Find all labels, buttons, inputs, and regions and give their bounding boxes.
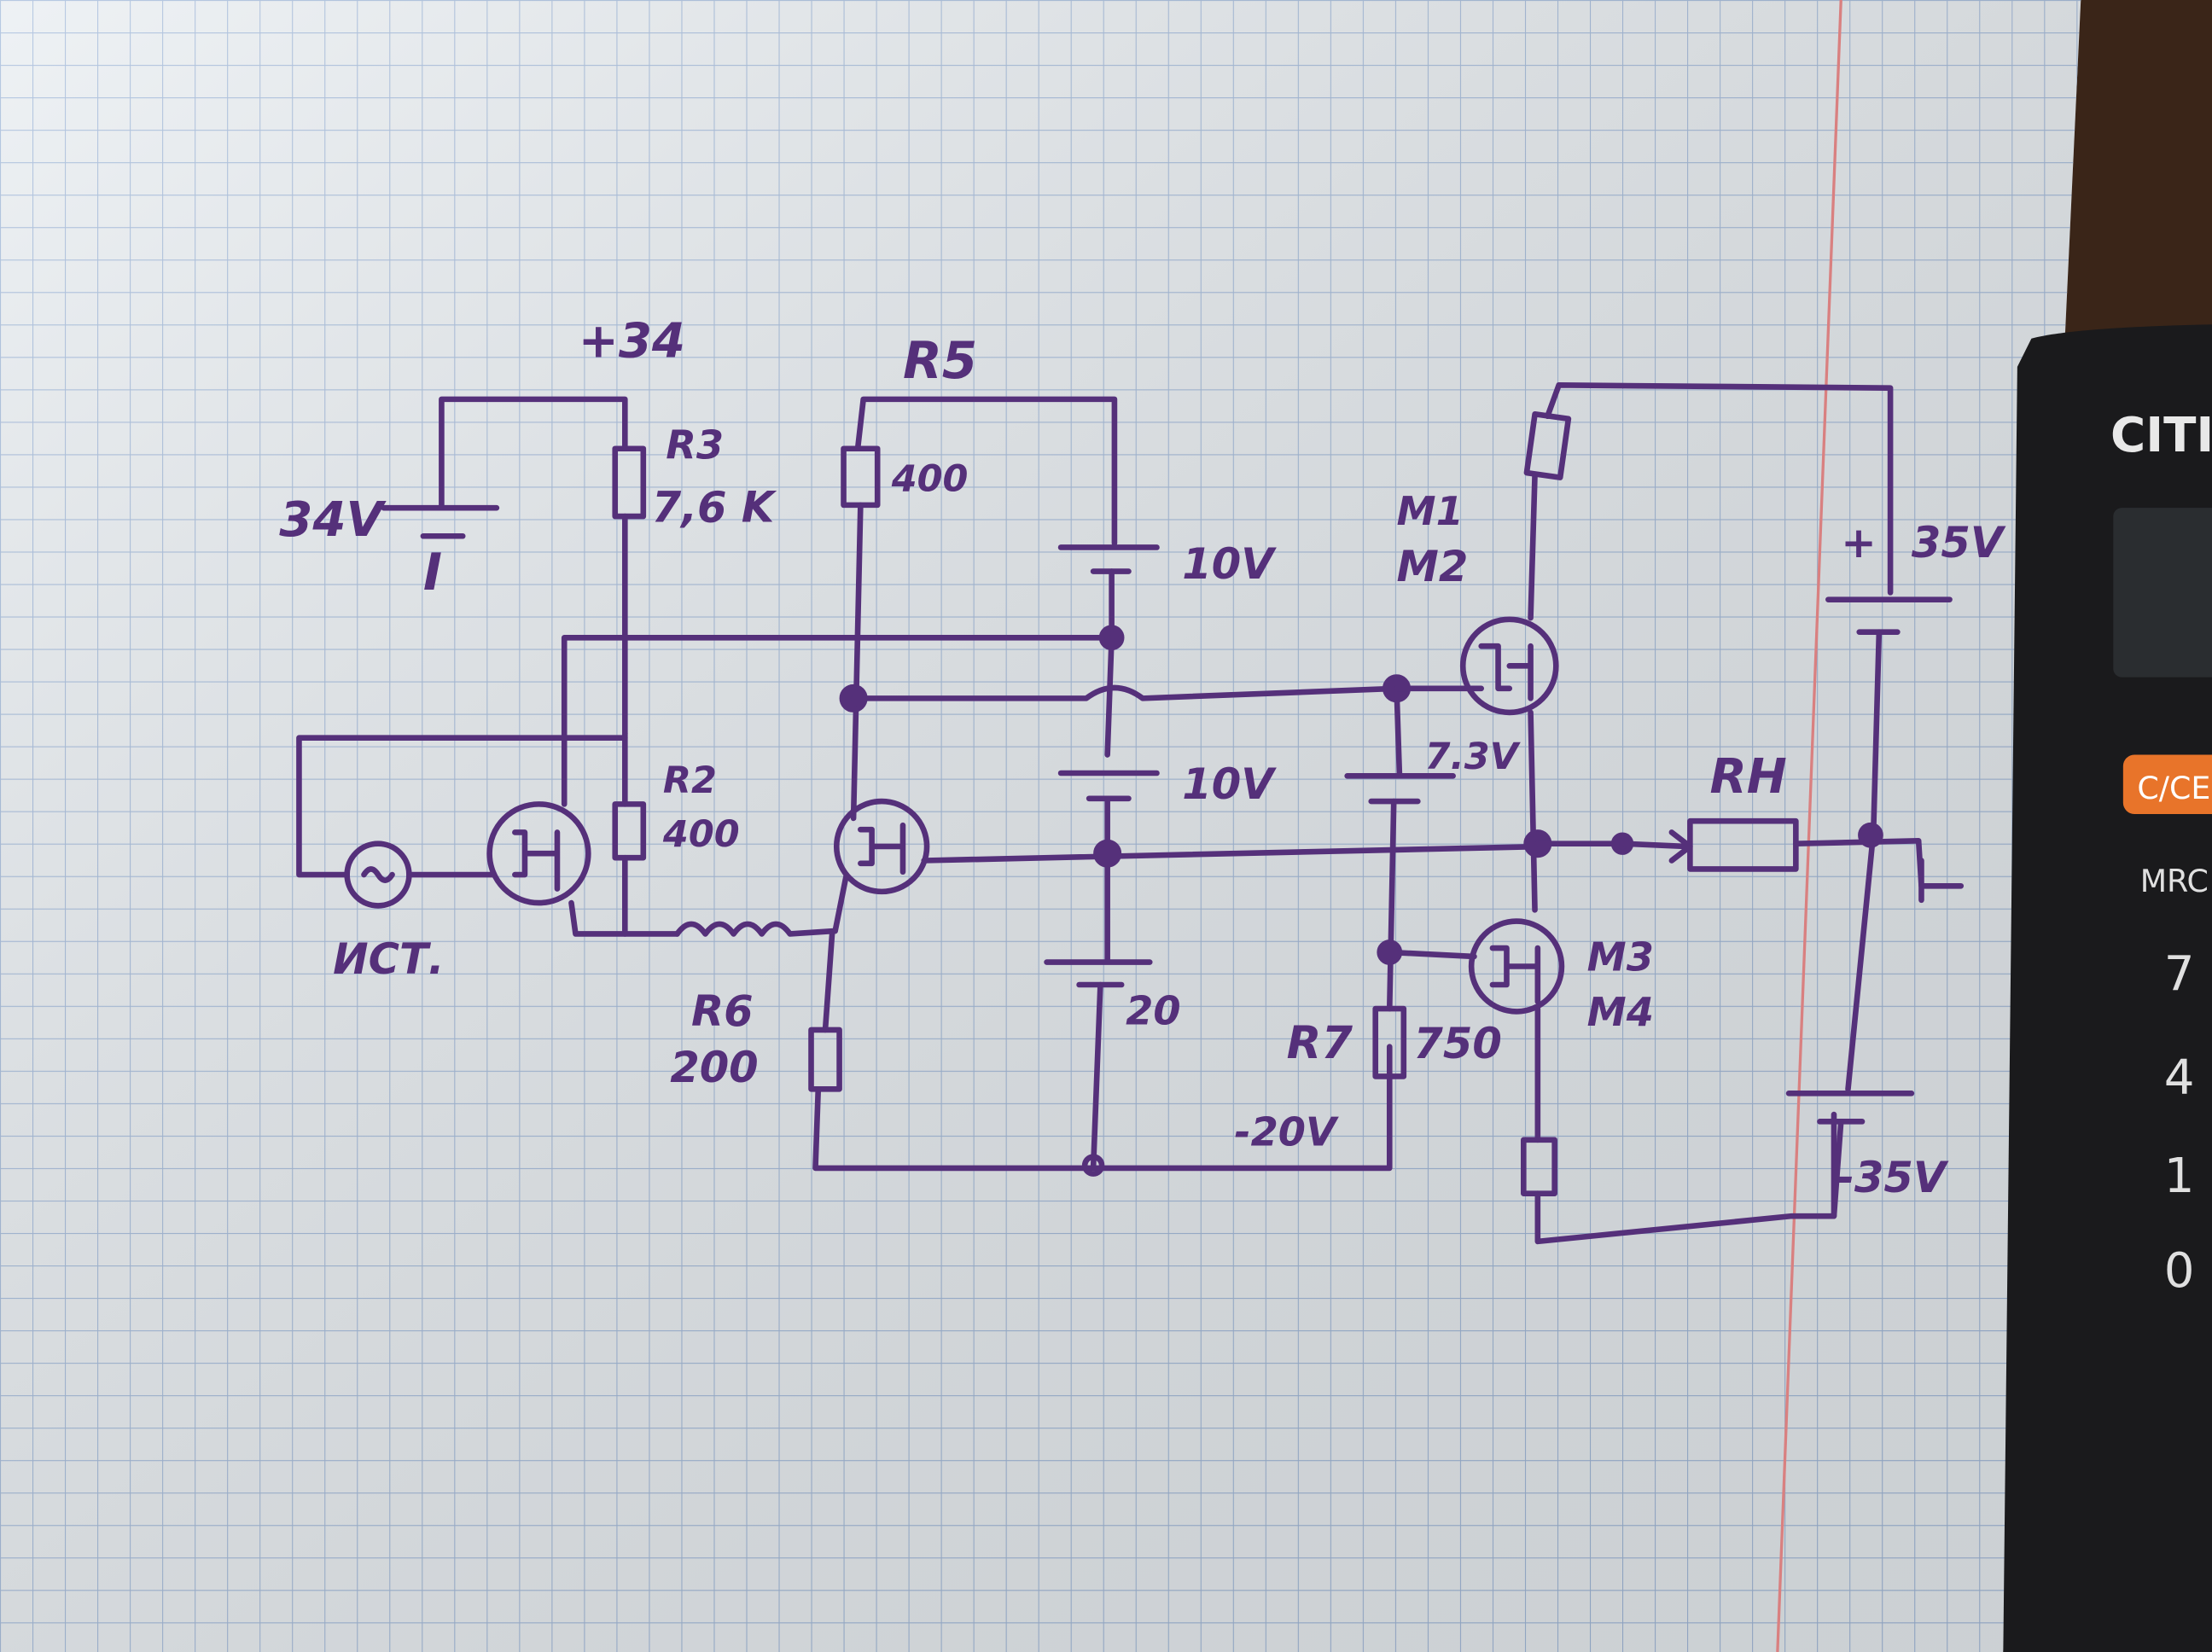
r3-resistor: [612, 445, 647, 520]
label-m3: M3: [1587, 934, 1654, 980]
label-r7-name: R7: [1287, 1017, 1353, 1069]
graph-paper: [0, 0, 2081, 1652]
label-35v-minus: -35V: [1837, 1153, 1949, 1202]
label-plus-sign: +: [1841, 518, 1877, 567]
margin-line: [1776, 0, 1842, 1652]
key-0-label: 0: [2164, 1243, 2195, 1299]
inductor: [674, 921, 835, 937]
label-r6-name: R6: [691, 986, 754, 1036]
label-7-3v: 7.3V: [1425, 736, 1522, 778]
calculator: CITI C/CE MRC 7 4 1 0: [2003, 324, 2212, 1652]
label-r2-value: 400: [662, 813, 740, 856]
mrc-key-label: MRC: [2140, 863, 2209, 899]
label-35v-plus: 35V: [1912, 518, 2006, 567]
label-m1: M1: [1397, 488, 1464, 534]
label-m4: M4: [1587, 989, 1654, 1035]
label-r6-value: 200: [670, 1043, 758, 1092]
label-10v-top: 10V: [1182, 539, 1277, 589]
label-r5-name: R5: [903, 332, 977, 391]
key-7-label: 7: [2164, 947, 2195, 1003]
m-drain-resistor-top: [1523, 410, 1572, 480]
junction-mid: [1093, 839, 1122, 868]
calculator-brand: CITI: [2110, 408, 2212, 463]
label-ist: ИСТ.: [333, 934, 445, 984]
mosfet-m3-m4: [1468, 918, 1565, 1015]
label-r3-name: R3: [666, 422, 724, 468]
transistor-q2: [833, 798, 930, 895]
label-r3-value: 7,6 K: [652, 483, 777, 532]
mosfet-m1-m2: [1459, 616, 1559, 716]
r6-resistor: [808, 1027, 842, 1092]
label-r5-value: 400: [891, 457, 969, 500]
r7-resistor: [1372, 1005, 1407, 1079]
label-r2-name: R2: [663, 759, 717, 802]
r2-resistor: [612, 801, 647, 861]
junction-ground: [1858, 822, 1883, 848]
label-battery-34v: 34V: [279, 492, 387, 548]
key-1-label: 1: [2164, 1149, 2195, 1204]
label-rh: RH: [1710, 749, 1787, 805]
cce-key: [2122, 754, 2212, 814]
cce-key-label: C/CE: [2137, 770, 2210, 806]
label-r7-value: 750: [1413, 1019, 1501, 1068]
label-supply-plus34: +34: [579, 313, 685, 369]
labels: +34 34V I R3 7,6 K R2 400 ИСТ. R5 400 10…: [279, 313, 2006, 1202]
key-4-label: 4: [2164, 1050, 2195, 1105]
label-battery-i: I: [423, 544, 442, 602]
circuit-drawing: [296, 382, 1965, 1245]
label-minus20v: -20V: [1234, 1108, 1339, 1155]
label-10v-mid: 10V: [1182, 759, 1277, 809]
transistor-q1: [486, 801, 591, 906]
battery-34v-wire: [439, 396, 628, 511]
label-20v: 20: [1126, 987, 1180, 1033]
label-m2: M2: [1397, 542, 1469, 591]
